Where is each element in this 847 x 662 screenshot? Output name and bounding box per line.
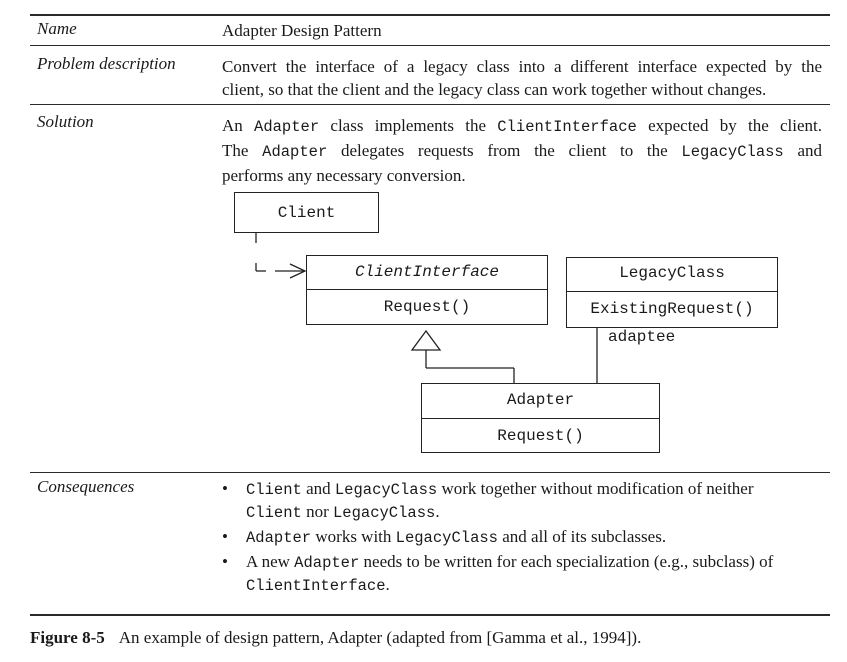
adapter-class-name: Adapter (506, 391, 575, 409)
problem-line-2: client, so that the client and the legac… (222, 80, 767, 99)
solution-label: Solution (37, 112, 94, 131)
client-interface-name: ClientInterface (354, 263, 500, 281)
solution-line-1: An Adapter class implements the ClientIn… (222, 116, 823, 136)
consequences-label: Consequences (37, 477, 135, 496)
adaptee-role-label: adaptee (608, 328, 676, 346)
solution-line-2: The Adapter delegates requests from the … (222, 141, 822, 161)
table-top-rule (30, 14, 830, 16)
list-item: • A new Adapter needs to be written for … (222, 552, 774, 595)
figure-caption-text: An example of design pattern, Adapter (a… (118, 628, 642, 647)
problem-line-1: Convert the interface of a legacy class … (222, 57, 822, 76)
list-item: • Client and LegacyClass work together w… (222, 479, 754, 522)
name-value: Adapter Design Pattern (222, 21, 382, 40)
dependency-arrowhead (289, 263, 307, 279)
legacy-class-divider (567, 291, 777, 292)
generalization-triangle (410, 329, 442, 351)
list-item: • Adapter works with LegacyClass and all… (222, 527, 667, 547)
adapter-class-box: Adapter Request() (421, 383, 660, 453)
client-interface-box: ClientInterface Request() (306, 255, 548, 325)
legacy-class-name: LegacyClass (619, 264, 725, 282)
legacy-class-operation: ExistingRequest() (590, 300, 754, 318)
client-class-name: Client (277, 204, 336, 222)
problem-value: Convert the interface of a legacy class … (222, 55, 822, 101)
diagram-connectors (255, 232, 598, 383)
solution-line-3: performs any necessary conversion. (222, 166, 466, 185)
figure-caption: Figure 8-5 An example of design pattern, … (30, 628, 641, 648)
client-class-box: Client (234, 192, 379, 233)
figure-number: Figure 8-5 (30, 628, 105, 647)
table-divider-1 (30, 45, 830, 46)
client-interface-divider (307, 289, 547, 290)
problem-label: Problem description (37, 54, 176, 73)
consequences-list: • Client and LegacyClass work together w… (222, 478, 827, 597)
name-label: Name (37, 19, 77, 38)
solution-text: An Adapter class implements the ClientIn… (222, 114, 822, 187)
table-bottom-rule (30, 614, 830, 616)
client-interface-operation: Request() (383, 298, 471, 316)
table-divider-2 (30, 104, 830, 105)
table-divider-3 (30, 472, 830, 473)
adapter-class-operation: Request() (497, 427, 584, 445)
bullet-marker: • (222, 527, 228, 546)
legacy-class-box: LegacyClass ExistingRequest() (566, 257, 778, 328)
bullet-marker: • (222, 479, 228, 498)
bullet-marker: • (222, 552, 228, 571)
adapter-class-divider (422, 418, 659, 419)
